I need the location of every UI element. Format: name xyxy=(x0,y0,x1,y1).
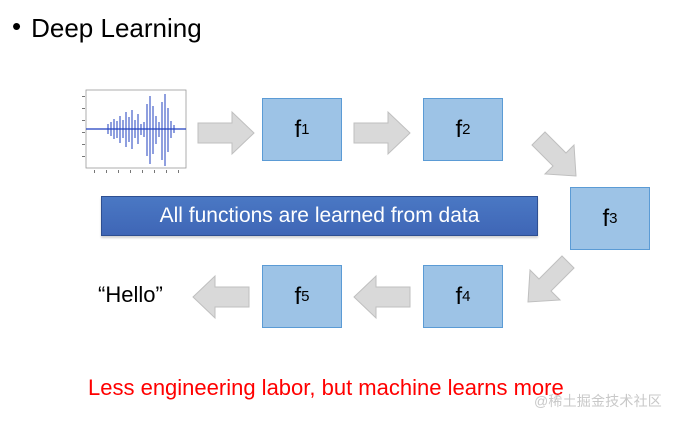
arrow-f3-to-f4 xyxy=(527,255,575,303)
title: Deep Learning xyxy=(31,13,202,43)
arrow-f5-to-output xyxy=(192,274,250,320)
learning-banner: All functions are learned from data xyxy=(101,196,538,236)
function-label-4: f xyxy=(455,282,463,310)
function-label-2: f xyxy=(455,115,463,143)
function-subscript-1: 1 xyxy=(301,121,310,138)
function-subscript-4: 4 xyxy=(462,288,471,305)
title-bullet: • xyxy=(12,11,22,41)
function-label-3: f xyxy=(602,204,610,232)
arrow-f1-to-f2 xyxy=(353,110,411,156)
audio-waveform-icon xyxy=(82,89,187,173)
function-subscript-2: 2 xyxy=(462,121,471,138)
function-label-1: f xyxy=(294,115,302,143)
arrow-wave-to-f1 xyxy=(197,110,255,156)
function-label-5: f xyxy=(294,282,302,310)
title-row: • Deep Learning xyxy=(12,10,202,46)
function-subscript-5: 5 xyxy=(301,288,310,305)
bottom-caption: Less engineering labor, but machine lear… xyxy=(88,375,564,400)
watermark: @稀土掘金技术社区 xyxy=(533,393,662,409)
function-subscript-3: 3 xyxy=(609,210,618,227)
arrow-f4-to-f5 xyxy=(353,274,411,320)
output-label: “Hello” xyxy=(98,282,163,307)
arrow-f2-to-f3 xyxy=(531,131,577,177)
